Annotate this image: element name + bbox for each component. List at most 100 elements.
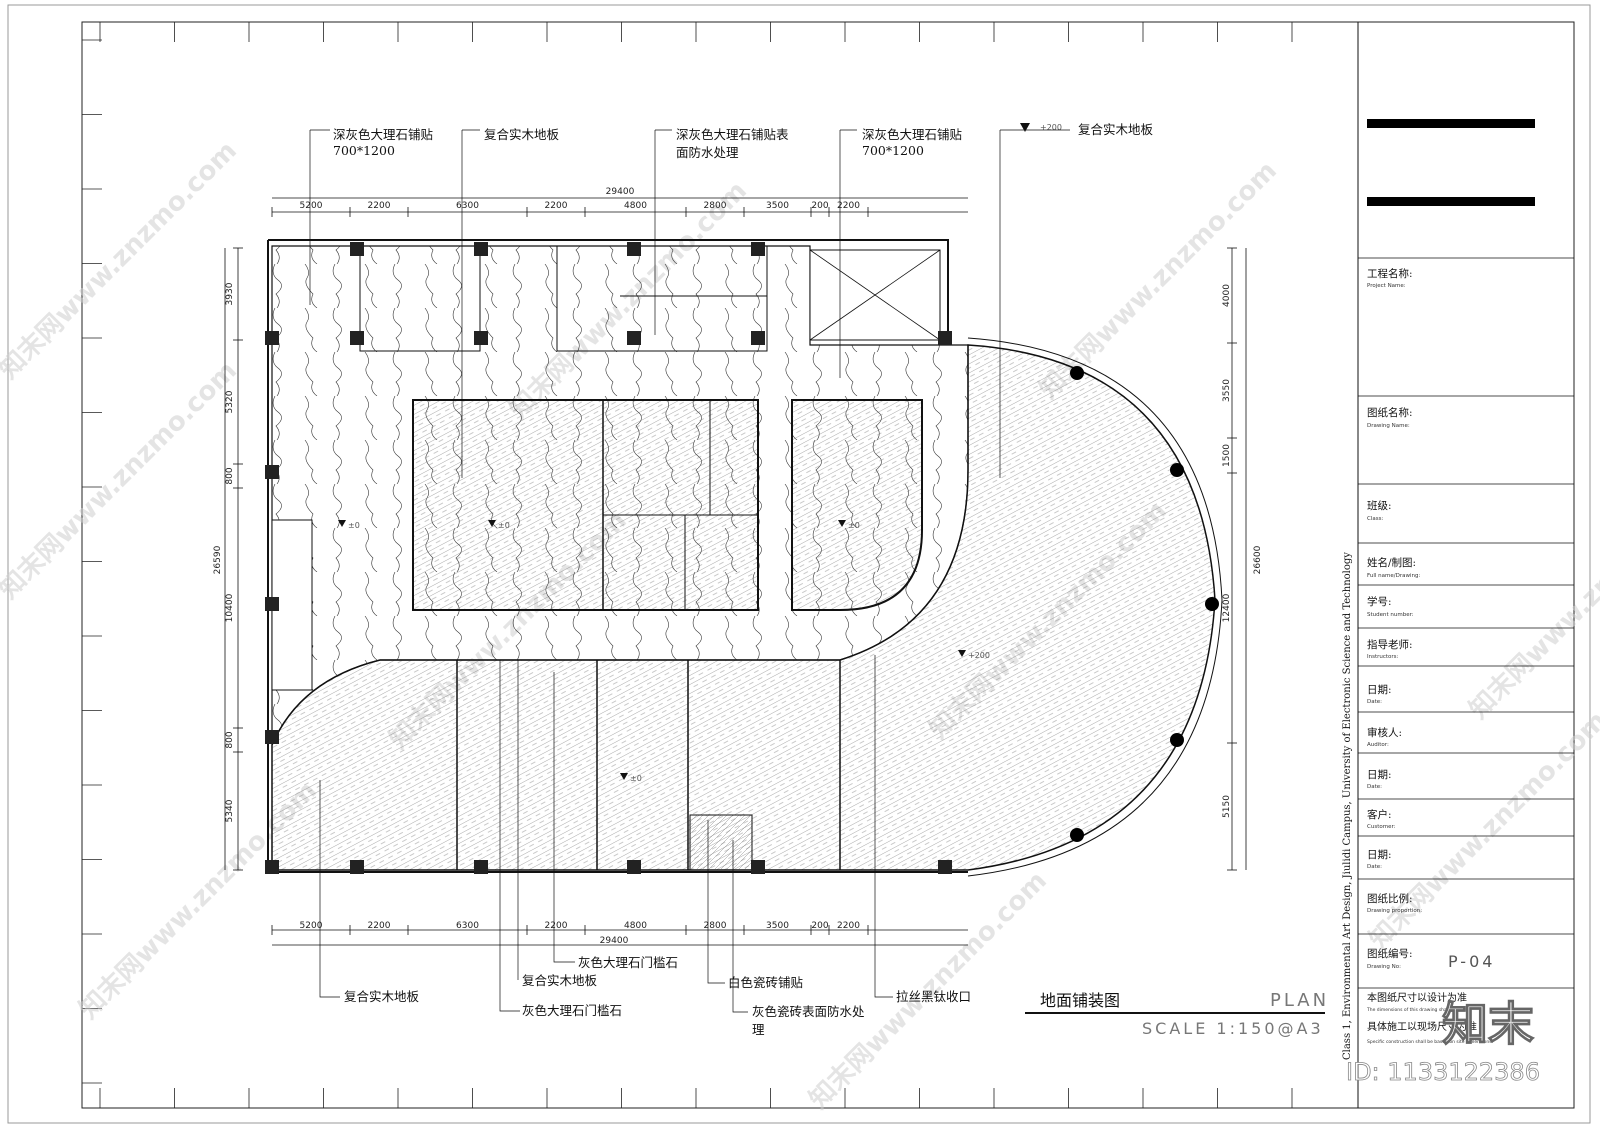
- svg-text:Date:: Date:: [1367, 699, 1382, 705]
- dim-top-row: 5200 2200 6300 2200 4800 2800 3500 200 2200: [271, 201, 869, 217]
- dim-label: 6300: [456, 921, 479, 931]
- dim-label: 3500: [766, 921, 789, 931]
- svg-text:Specific construction shall be: Specific construction shall be based on …: [1367, 1039, 1493, 1045]
- dim-overall-bottom: 29400: [600, 936, 629, 946]
- tb-auditor: 审核人:: [1367, 726, 1402, 739]
- tb-vertical-school: Class 1, Environmental Art Design, Jiuli…: [1342, 552, 1353, 1060]
- dim-label: 2800: [704, 201, 727, 211]
- dim-label: 200: [811, 921, 828, 931]
- callout-top1-size: 700*1200: [333, 143, 395, 158]
- svg-text:Auditor:: Auditor:: [1367, 742, 1389, 748]
- tb-date1: 日期:: [1367, 684, 1392, 696]
- level-label: +200: [968, 651, 990, 660]
- callout-bot1: 复合实木地板: [344, 989, 420, 1004]
- dim-label: 1500: [1222, 444, 1232, 467]
- dim-label: 3500: [766, 201, 789, 211]
- callout-top1: 深灰色大理石铺贴: [333, 127, 433, 142]
- drawing-title-en: PLAN: [1270, 990, 1329, 1011]
- tb-instructor: 指导老师:: [1367, 638, 1413, 651]
- wood-floor-lower: [271, 344, 1216, 871]
- svg-text:Instructors:: Instructors:: [1367, 654, 1399, 660]
- dim-right-total: 26600: [1253, 545, 1263, 574]
- brand-watermark: 知末 ID: 1133122386: [1346, 996, 1541, 1086]
- sheet-border: [7, 4, 1591, 1124]
- dim-label: 3930: [225, 282, 235, 305]
- dim-label: 5200: [300, 921, 323, 931]
- image-id-label: ID: 1133122386: [1346, 1058, 1540, 1086]
- callout-top4: 深灰色大理石铺贴: [862, 127, 962, 142]
- level-markers: ±0 ±0 ±0 +200 ±0 +200: [338, 123, 1062, 783]
- level-label: ±0: [630, 774, 642, 783]
- wood-room-center: [412, 399, 759, 611]
- callout-bot7: 拉丝黑钛收口: [896, 989, 971, 1004]
- tb-number-value: P-04: [1448, 952, 1495, 971]
- dim-overall-top: 29400: [606, 187, 635, 197]
- callouts: [309, 129, 1070, 1013]
- dim-left-column: 3930 5320 800 10400 800 5340: [225, 247, 243, 871]
- dim-label: 2200: [368, 201, 391, 211]
- callout-labels: 深灰色大理石铺贴 700*1200 复合实木地板 深灰色大理石铺贴表 面防水处理…: [333, 122, 1154, 1037]
- dim-label: 800: [225, 731, 235, 748]
- drawing-frame: [81, 21, 1575, 1109]
- round-columns: [1070, 366, 1219, 842]
- tb-proportion: 图纸比例:: [1367, 892, 1413, 905]
- tb-date2: 日期:: [1367, 769, 1392, 781]
- dim-label: 2200: [545, 201, 568, 211]
- tb-drawing-name: 图纸名称:: [1367, 406, 1413, 419]
- dim-label: 2200: [545, 921, 568, 931]
- svg-text:Date:: Date:: [1367, 864, 1382, 870]
- dim-label: 5320: [225, 390, 235, 413]
- svg-text:Class:: Class:: [1367, 516, 1383, 522]
- svg-text:Drawing No:: Drawing No:: [1367, 964, 1401, 970]
- level-label: ±0: [348, 521, 360, 530]
- dim-label: 5150: [1222, 795, 1232, 818]
- watermark-text: 知末网www.znzmo.com: [1364, 706, 1600, 955]
- callout-top3: 深灰色大理石铺贴表: [676, 127, 789, 142]
- level-label: ±0: [848, 521, 860, 530]
- dim-label: 800: [225, 467, 235, 484]
- svg-text:The dimensions of this drawing: The dimensions of this drawing shall pre…: [1366, 1007, 1467, 1013]
- svg-text:Customer:: Customer:: [1367, 824, 1396, 830]
- brand-logo-text: 知末: [1442, 997, 1534, 1051]
- dim-label: 12400: [1222, 593, 1232, 622]
- callout-bot5: 白色瓷砖铺贴: [728, 975, 803, 990]
- svg-text:Drawing Name:: Drawing Name:: [1367, 423, 1410, 429]
- drawing-title-cn: 地面铺装图: [1040, 991, 1120, 1010]
- dim-label: 4800: [624, 201, 647, 211]
- tb-name: 姓名/制图:: [1367, 556, 1416, 569]
- dim-label: 5200: [300, 201, 323, 211]
- svg-text:Student number:: Student number:: [1367, 612, 1414, 618]
- callout-bot6-line2: 理: [752, 1022, 765, 1037]
- dim-label: 2200: [837, 201, 860, 211]
- dimensions: 29400 29400 5200 2200 6300 2200 4800 2800 3500…: [213, 187, 1263, 946]
- floor-plan: ±0 ±0 ±0 +200 ±0 +200: [265, 123, 1223, 877]
- dim-label: 6300: [456, 201, 479, 211]
- dim-label: 5340: [225, 799, 235, 822]
- tb-student: 学号:: [1367, 595, 1392, 608]
- tb-note2: 具体施工以现场尺寸为准: [1367, 1020, 1477, 1033]
- watermark-text: 知末网www.znzmo.com: [1464, 476, 1600, 725]
- curtain-wall-arc: [967, 337, 1223, 877]
- svg-text:Drawing proportion:: Drawing proportion:: [1367, 908, 1422, 914]
- structural-columns: [265, 242, 952, 874]
- tb-date3: 日期:: [1367, 849, 1392, 861]
- watermark-text: 知末网www.znzmo.com: [0, 136, 243, 385]
- svg-text:Full name/Drawing:: Full name/Drawing:: [1367, 573, 1420, 579]
- dim-label: 200: [811, 201, 828, 211]
- tb-project: 工程名称:: [1367, 267, 1413, 280]
- callout-top3-line2: 面防水处理: [676, 145, 739, 160]
- tb-note1: 本图纸尺寸以设计为准: [1367, 991, 1467, 1004]
- bathroom-tile: [689, 814, 753, 871]
- svg-text:Date:: Date:: [1367, 784, 1382, 790]
- callout-bot3: 灰色大理石门槛石: [578, 955, 678, 970]
- dim-label: 4800: [624, 921, 647, 931]
- watermark-text: 知末网www.znzmo.com: [0, 356, 243, 605]
- callout-top4-size: 700*1200: [862, 143, 924, 158]
- dim-label: 10400: [225, 593, 235, 622]
- callout-top2: 复合实木地板: [484, 127, 560, 142]
- dim-left-total: 26590: [213, 545, 223, 574]
- level-label: ±0: [498, 521, 510, 530]
